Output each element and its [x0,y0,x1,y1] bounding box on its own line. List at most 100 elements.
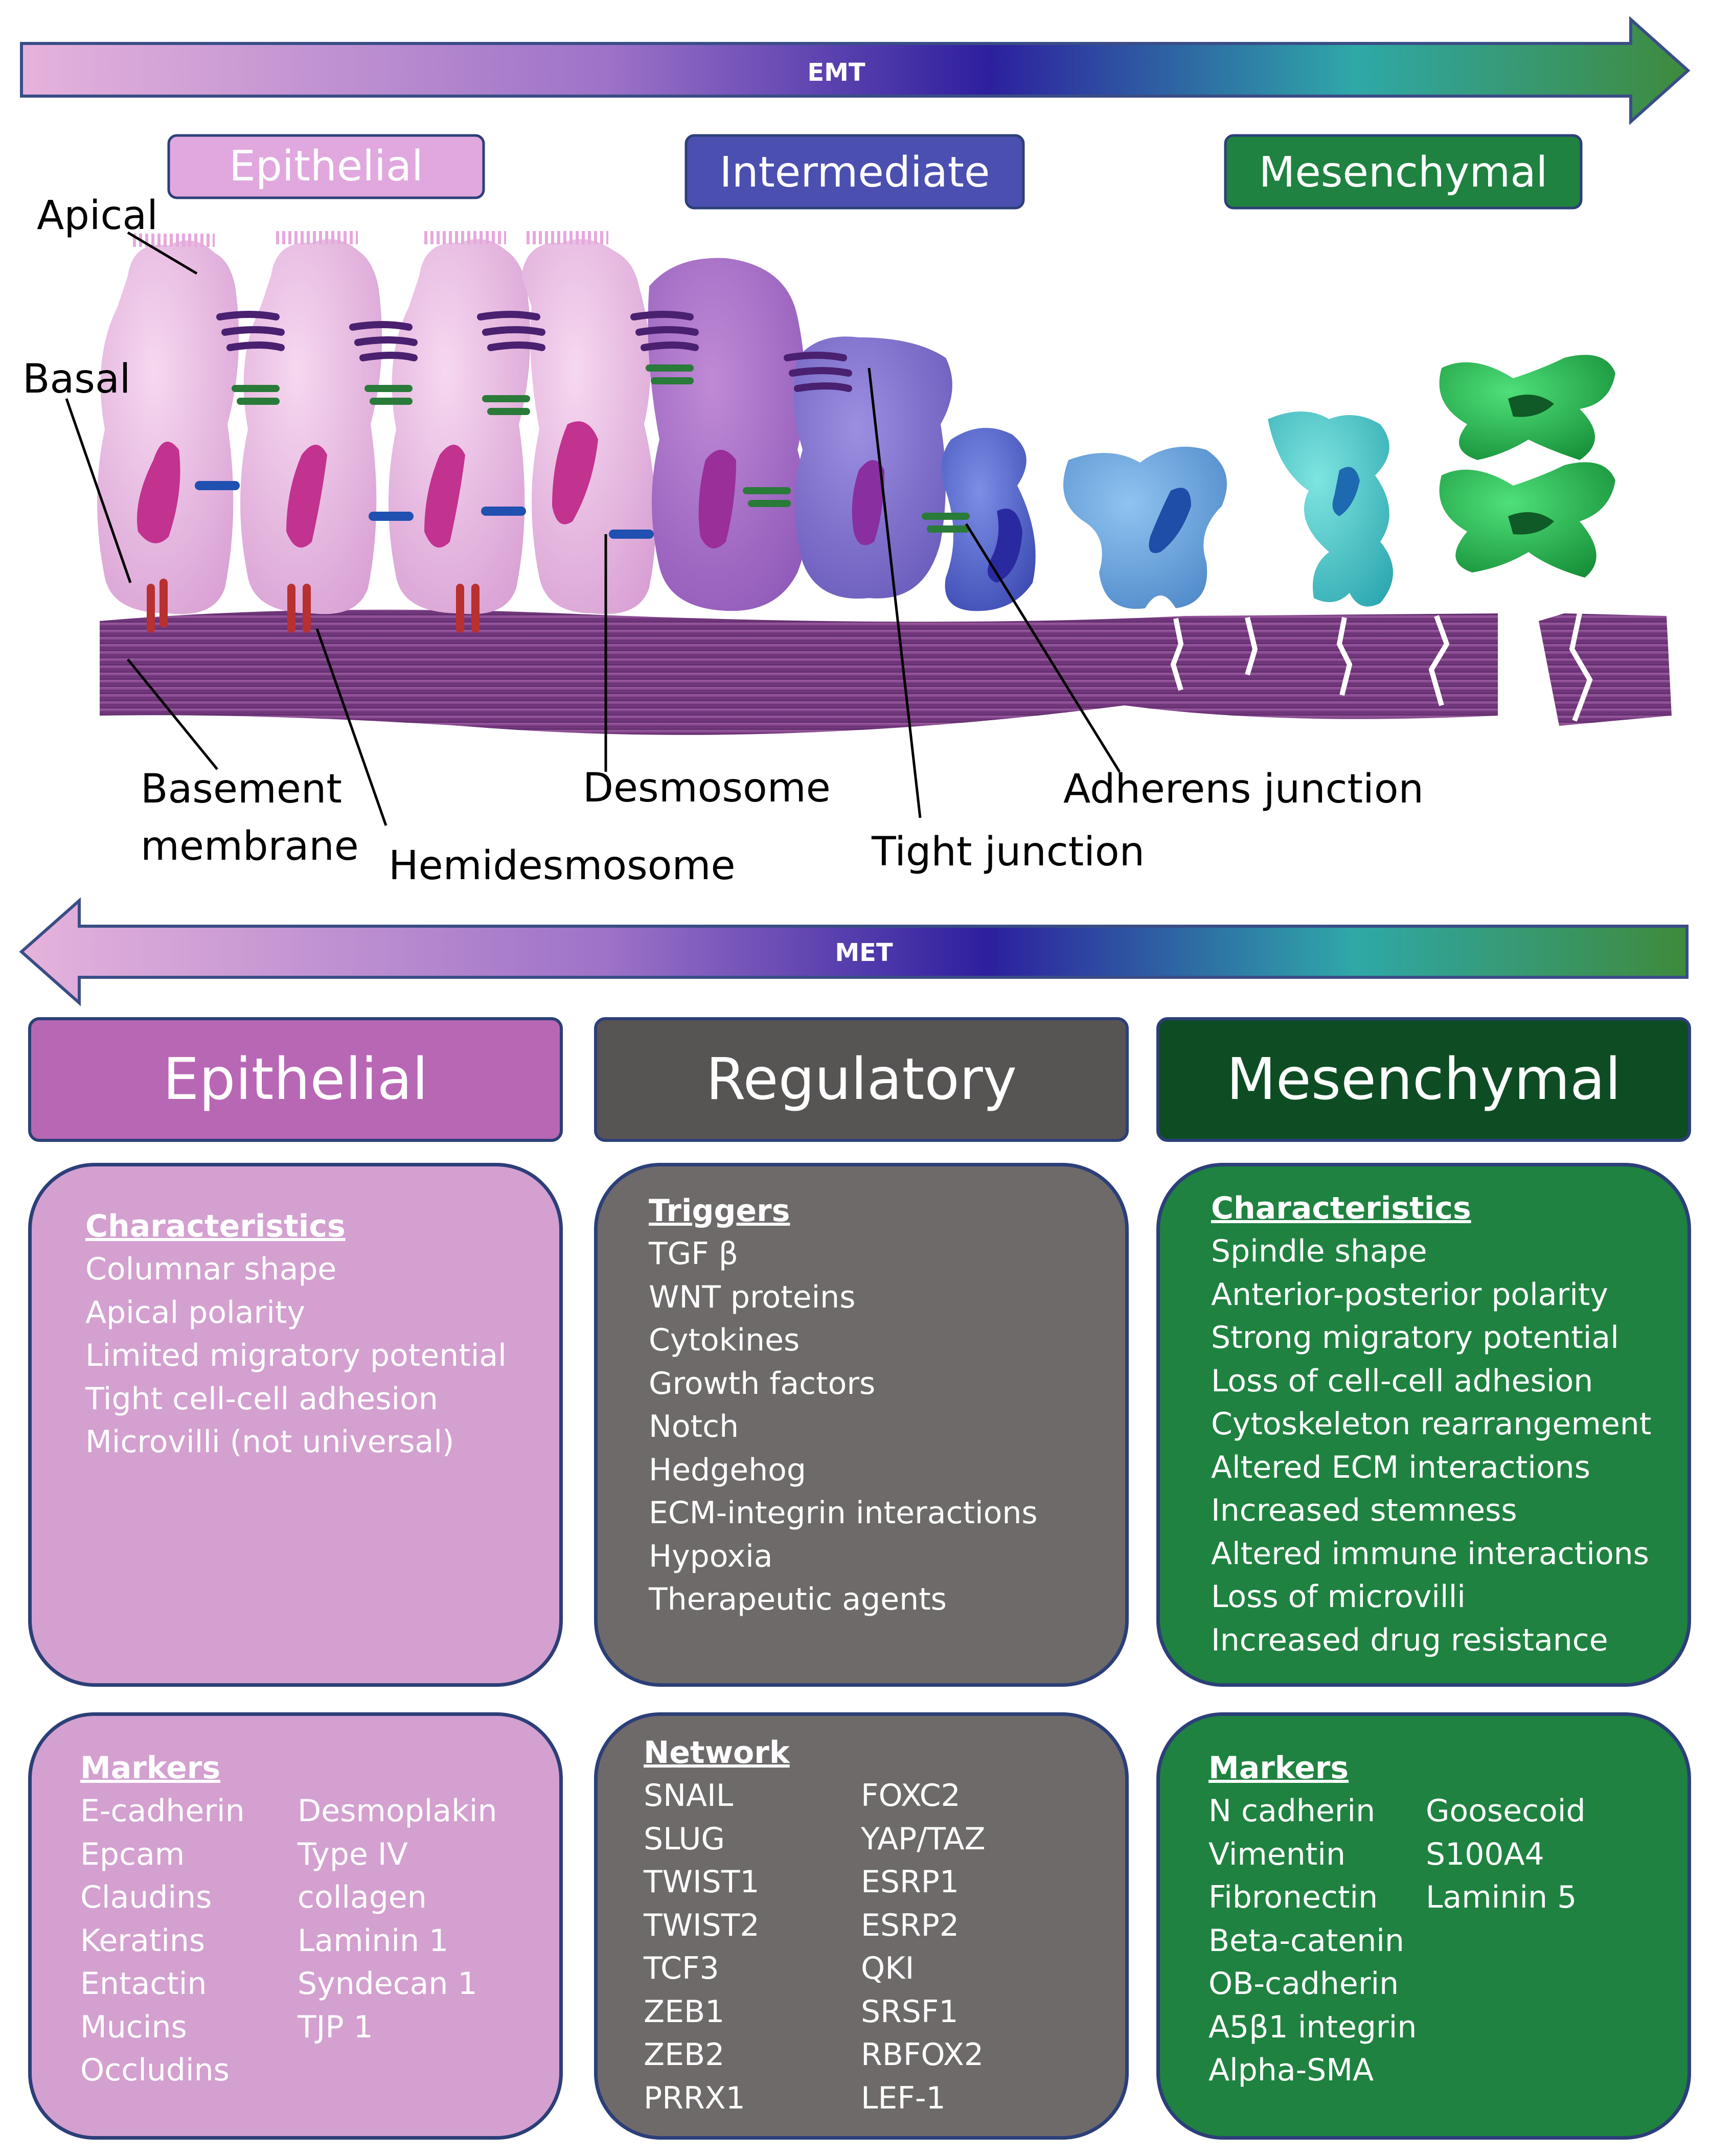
list-item: Limited migratory potential [85,1338,507,1373]
regulatory-triggers-title: Triggers [649,1193,790,1229]
list-item: ZEB2 [644,2037,725,2073]
regulatory-network-title: Network [644,1735,790,1771]
list-item: Columnar shape [85,1251,337,1287]
list-item: Spindle shape [1211,1233,1427,1269]
list-item: Tight cell-cell adhesion [85,1381,438,1417]
list-item: Entactin [80,1966,207,2002]
list-item: TJP 1 [298,2009,373,2045]
emt-arrow [20,16,1691,125]
epithelial-markers-title: Markers [80,1750,221,1786]
regulatory-network-box: Network SNAIL SLUG TWIST1 TWIST2 TCF3 ZE… [594,1712,1129,2140]
mesenchymal-markers-title: Markers [1208,1750,1349,1786]
mesenchymal-characteristics-box: Characteristics Spindle shape Anterior-p… [1156,1163,1691,1687]
list-item: YAP/TAZ [861,1821,986,1857]
label-adherens-junction: Adherens junction [1063,766,1424,812]
list-item: Notch [649,1409,739,1444]
list-item: PRRX1 [644,2080,745,2116]
list-item: Altered ECM interactions [1211,1449,1590,1485]
list-item: QKI [861,1951,915,1986]
list-item: Laminin 5 [1426,1879,1577,1915]
label-apical: Apical [37,193,158,239]
list-item: TGF β [649,1236,739,1272]
list-item: FOXC2 [861,1778,961,1814]
list-item: ZEB1 [644,1993,725,2030]
list-item: Type IV [298,1836,408,1872]
label-desmosome: Desmosome [583,765,831,811]
list-item: Loss of microvilli [1211,1579,1466,1615]
list-item: WNT proteins [649,1279,856,1315]
list-item: Keratins [80,1922,206,1959]
list-item: Laminin 1 [298,1922,449,1959]
stage-mesenchymal-label: Mesenchymal [1259,148,1548,197]
list-item: TCF3 [644,1951,719,1986]
list-item: Anterior-posterior polarity [1211,1276,1608,1313]
epithelial-cells [97,231,656,614]
list-item: Claudins [80,1879,212,1915]
label-hemidesmosome: Hemidesmosome [389,843,735,889]
epithelial-markers-box: Markers E-cadherin Epcam Claudins Kerati… [28,1712,563,2140]
regulatory-triggers-box: Triggers TGF β WNT proteins Cytokines Gr… [594,1163,1129,1687]
list-item: ESRP1 [861,1864,960,1900]
list-item: A5β1 integrin [1208,2009,1417,2045]
list-item: Desmoplakin [298,1793,497,1829]
list-item: Fibronectin [1208,1879,1378,1915]
list-item: RBFOX2 [861,2037,984,2073]
list-item: TWIST2 [644,1907,760,1943]
list-item: N cadherin [1208,1793,1376,1829]
met-label: MET [835,938,893,967]
list-item: Beta-catenin [1208,1922,1404,1959]
epithelial-characteristics-title: Characteristics [85,1208,346,1244]
desmosomes [195,481,654,539]
adherens-junctions [232,364,970,533]
list-item: Microvilli (not universal) [85,1424,454,1460]
label-basement-line2: membrane [141,823,359,869]
list-item: Hedgehog [649,1452,806,1488]
list-item: Cytokines [649,1322,800,1358]
stage-intermediate-badge [685,134,1025,210]
label-basement-line1: Basement [141,766,342,812]
intermediate-cells [648,258,1036,611]
stage-epithelial-badge [167,134,485,199]
epithelial-characteristics-box: Characteristics Columnar shape Apical po… [28,1163,563,1687]
list-item: TWIST1 [644,1864,760,1900]
list-item: Cytoskeleton rearrangement [1211,1406,1652,1442]
list-item: Increased stemness [1211,1493,1517,1528]
list-item: Strong migratory potential [1211,1320,1619,1356]
list-item: Mucins [80,2009,187,2045]
list-item: Goosecoid [1426,1793,1586,1829]
mesenchymal-cells [1063,355,1615,609]
leader-lines [65,231,1121,826]
stage-intermediate-label: Intermediate [719,148,990,197]
list-item: Apical polarity [85,1294,305,1331]
list-item: Therapeutic agents [649,1581,947,1617]
basement-membrane [100,609,1672,735]
label-basal: Basal [22,356,130,402]
list-item: S100A4 [1426,1836,1544,1872]
header-epithelial: Epithelial [28,1017,563,1142]
emt-label: EMT [807,58,865,87]
label-tight-junction: Tight junction [871,829,1145,875]
stage-epithelial-label: Epithelial [229,142,423,191]
list-item: collagen [298,1879,427,1915]
list-item: SRSF1 [861,1993,959,2030]
list-item: Syndecan 1 [298,1966,477,2002]
header-regulatory: Regulatory [594,1017,1129,1142]
met-arrow [19,897,1689,1006]
list-item: Altered immune interactions [1211,1535,1649,1572]
header-mesenchymal: Mesenchymal [1156,1017,1691,1142]
list-item: Loss of cell-cell adhesion [1211,1363,1593,1399]
stage-mesenchymal-badge [1224,134,1583,210]
list-item: OB-cadherin [1208,1966,1399,2002]
list-item: SNAIL [644,1778,734,1814]
list-item: E-cadherin [80,1793,245,1829]
list-item: Growth factors [649,1365,876,1402]
list-item: ECM-integrin interactions [649,1495,1038,1531]
list-item: SLUG [644,1821,725,1857]
list-item: ESRP2 [861,1907,960,1943]
list-item: Increased drug resistance [1211,1622,1608,1658]
list-item: Epcam [80,1836,185,1872]
list-item: Hypoxia [649,1538,773,1574]
list-item: LEF-1 [861,2080,946,2116]
tight-junctions [216,311,852,392]
